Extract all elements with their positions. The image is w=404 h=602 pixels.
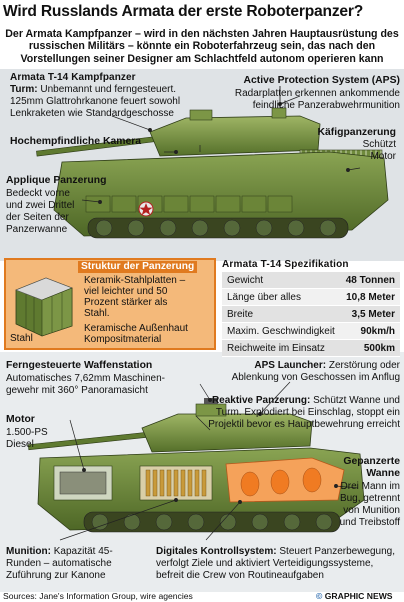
digital-line-1: Digitales Kontrollsystem: Steuert Panzer… xyxy=(156,546,395,557)
munition-text-3: Zuführung zur Kanone xyxy=(6,570,106,581)
spec-label: Gewicht xyxy=(227,274,264,286)
structure-title: Struktur der Panzerung xyxy=(78,261,198,273)
spec-value: 48 Tonnen xyxy=(345,274,395,286)
applique-text-4: Panzerwanne xyxy=(6,224,68,235)
spec-row: Reichweite im Einsatz 500km xyxy=(222,340,400,357)
munition-text-1: Kapazität 45- xyxy=(53,546,113,557)
waffen-text-2: gewehr mit 360° Panoramasicht xyxy=(6,385,148,396)
kamera-label: Hochempfindliche Kamera xyxy=(10,136,142,147)
reaktiv-text-3: Projektil bevor es Hauptbewehrung erreic… xyxy=(208,419,400,430)
material-1-line-4: Stahl. xyxy=(84,308,110,319)
digital-text-3: befreit die Crew von Routineaufgaben xyxy=(156,570,324,581)
kaefig-heading: Käfigpanzerung xyxy=(317,127,396,138)
armor-layer-cube xyxy=(15,277,73,337)
applique-text-2: und zwei Drittel xyxy=(6,200,75,211)
spec-row: Gewicht 48 Tonnen xyxy=(222,272,400,289)
aps-launcher-title: APS Launcher: xyxy=(254,360,327,371)
motor-text-2: Diesel xyxy=(6,439,34,450)
waffen-text-1: Automatisches 7,62mm Maschinen- xyxy=(6,373,165,384)
munition-line-1: Munition: Kapazität 45- xyxy=(6,546,113,557)
motor-heading: Motor xyxy=(6,414,35,425)
bottom-tank-cutaway xyxy=(27,381,365,541)
spec-row: Länge über alles 10,8 Meter xyxy=(222,289,400,306)
tank-heading: Armata T-14 Kampfpanzer xyxy=(10,72,136,83)
turm-text-1: Unbemannt und ferngesteuert. xyxy=(40,84,177,95)
turm-text-2: 125mm Glattrohrkanone feuert sowohl xyxy=(10,96,181,107)
turm-label: Turm: Unbemannt und ferngesteuert. xyxy=(10,84,176,95)
material-1-line-1: Keramik-Stahlplatten – xyxy=(84,275,186,286)
wanne-text-1: Drei Mann im xyxy=(340,481,400,492)
spec-row: Breite 3,5 Meter xyxy=(222,306,400,323)
aps-launcher-line-1: APS Launcher: Zerstörung oder xyxy=(226,360,400,371)
aps-heading: Active Protection System (APS) xyxy=(243,75,400,86)
turm-text-3: Lenkraketen wie Standardgeschosse xyxy=(10,108,174,119)
spec-row: Maxim. Geschwindigkeit 90km/h xyxy=(222,323,400,340)
wanne-heading-1: Gepanzerte xyxy=(343,456,400,467)
spec-label: Breite xyxy=(227,308,254,320)
material-1-line-2: viel leichter und 50 xyxy=(84,286,168,297)
reaktiv-title: Reaktive Panzerung: xyxy=(211,395,311,406)
brand-credit: © GRAPHIC NEWS xyxy=(316,591,393,601)
digital-text-1: Steuert Panzerbewegung, xyxy=(279,546,396,557)
reaktiv-text-2: Turm. Explodiert bei Einschlag, stoppt e… xyxy=(215,407,400,418)
spec-title: Armata T-14 Spezifikation xyxy=(222,259,349,270)
top-tank xyxy=(36,86,389,239)
copyright-mark: © xyxy=(316,591,323,601)
reaktiv-text-1: Schützt Wanne und xyxy=(313,395,400,406)
wanne-text-2: Bug, getrennt xyxy=(339,493,400,504)
page-title: Wird Russlands Armata der erste Roboterp… xyxy=(3,3,364,20)
aps-text-2: feindliche Panzerabwehrmunition xyxy=(252,100,400,111)
spec-label: Maxim. Geschwindigkeit xyxy=(227,325,335,337)
spec-value: 10,8 Meter xyxy=(346,291,395,303)
kaefig-text-1: Schützt xyxy=(362,139,396,150)
wanne-text-4: und Treibstoff xyxy=(339,517,400,528)
material-3: Kompositmaterial xyxy=(84,334,162,345)
spec-value: 3,5 Meter xyxy=(351,308,395,320)
spec-label: Länge über alles xyxy=(227,291,301,303)
stahl-label: Stahl xyxy=(10,333,33,344)
waffen-heading: Ferngesteuerte Waffenstation xyxy=(6,360,153,371)
spec-value: 500km xyxy=(363,342,395,354)
motor-text-1: 1.500-PS xyxy=(6,427,48,438)
digital-title: Digitales Kontrollsystem: xyxy=(156,546,277,557)
turm-title: Turm: xyxy=(10,84,38,95)
intro-text: Der Armata Kampfpanzer – wird in den näc… xyxy=(5,28,399,65)
material-1-line-3: Prozent stärker als xyxy=(84,297,168,308)
reaktiv-line-1: Reaktive Panzerung: Schützt Wanne und xyxy=(180,395,400,406)
applique-text-3: der Seiten der xyxy=(6,212,69,223)
aps-launcher-text-1: Zerstörung oder xyxy=(328,360,400,371)
kaefig-text-2: Motor xyxy=(370,151,396,162)
material-2: Keramische Außenhaut xyxy=(84,323,188,334)
sources-line: Sources: Jane's Information Group, wire … xyxy=(3,591,193,601)
spec-value: 90km/h xyxy=(360,325,395,337)
munition-text-2: Runden – automatische xyxy=(6,558,112,569)
wanne-text-3: von Munition xyxy=(343,505,400,516)
applique-heading: Applique Panzerung xyxy=(6,175,107,186)
brand-name: GRAPHIC NEWS xyxy=(324,591,393,601)
aps-text-1: Radarplatten erkennen ankommende xyxy=(234,88,400,99)
aps-launcher-text-2: Ablenkung von Geschossen im Anflug xyxy=(231,372,400,383)
spec-label: Reichweite im Einsatz xyxy=(227,342,325,354)
munition-title: Munition: xyxy=(6,546,51,557)
applique-text-1: Bedeckt vorne xyxy=(6,188,70,199)
wanne-heading-2: Wanne xyxy=(366,468,400,479)
digital-text-2: verfolgt Ziele und aktiviert Verteidigun… xyxy=(156,558,374,569)
